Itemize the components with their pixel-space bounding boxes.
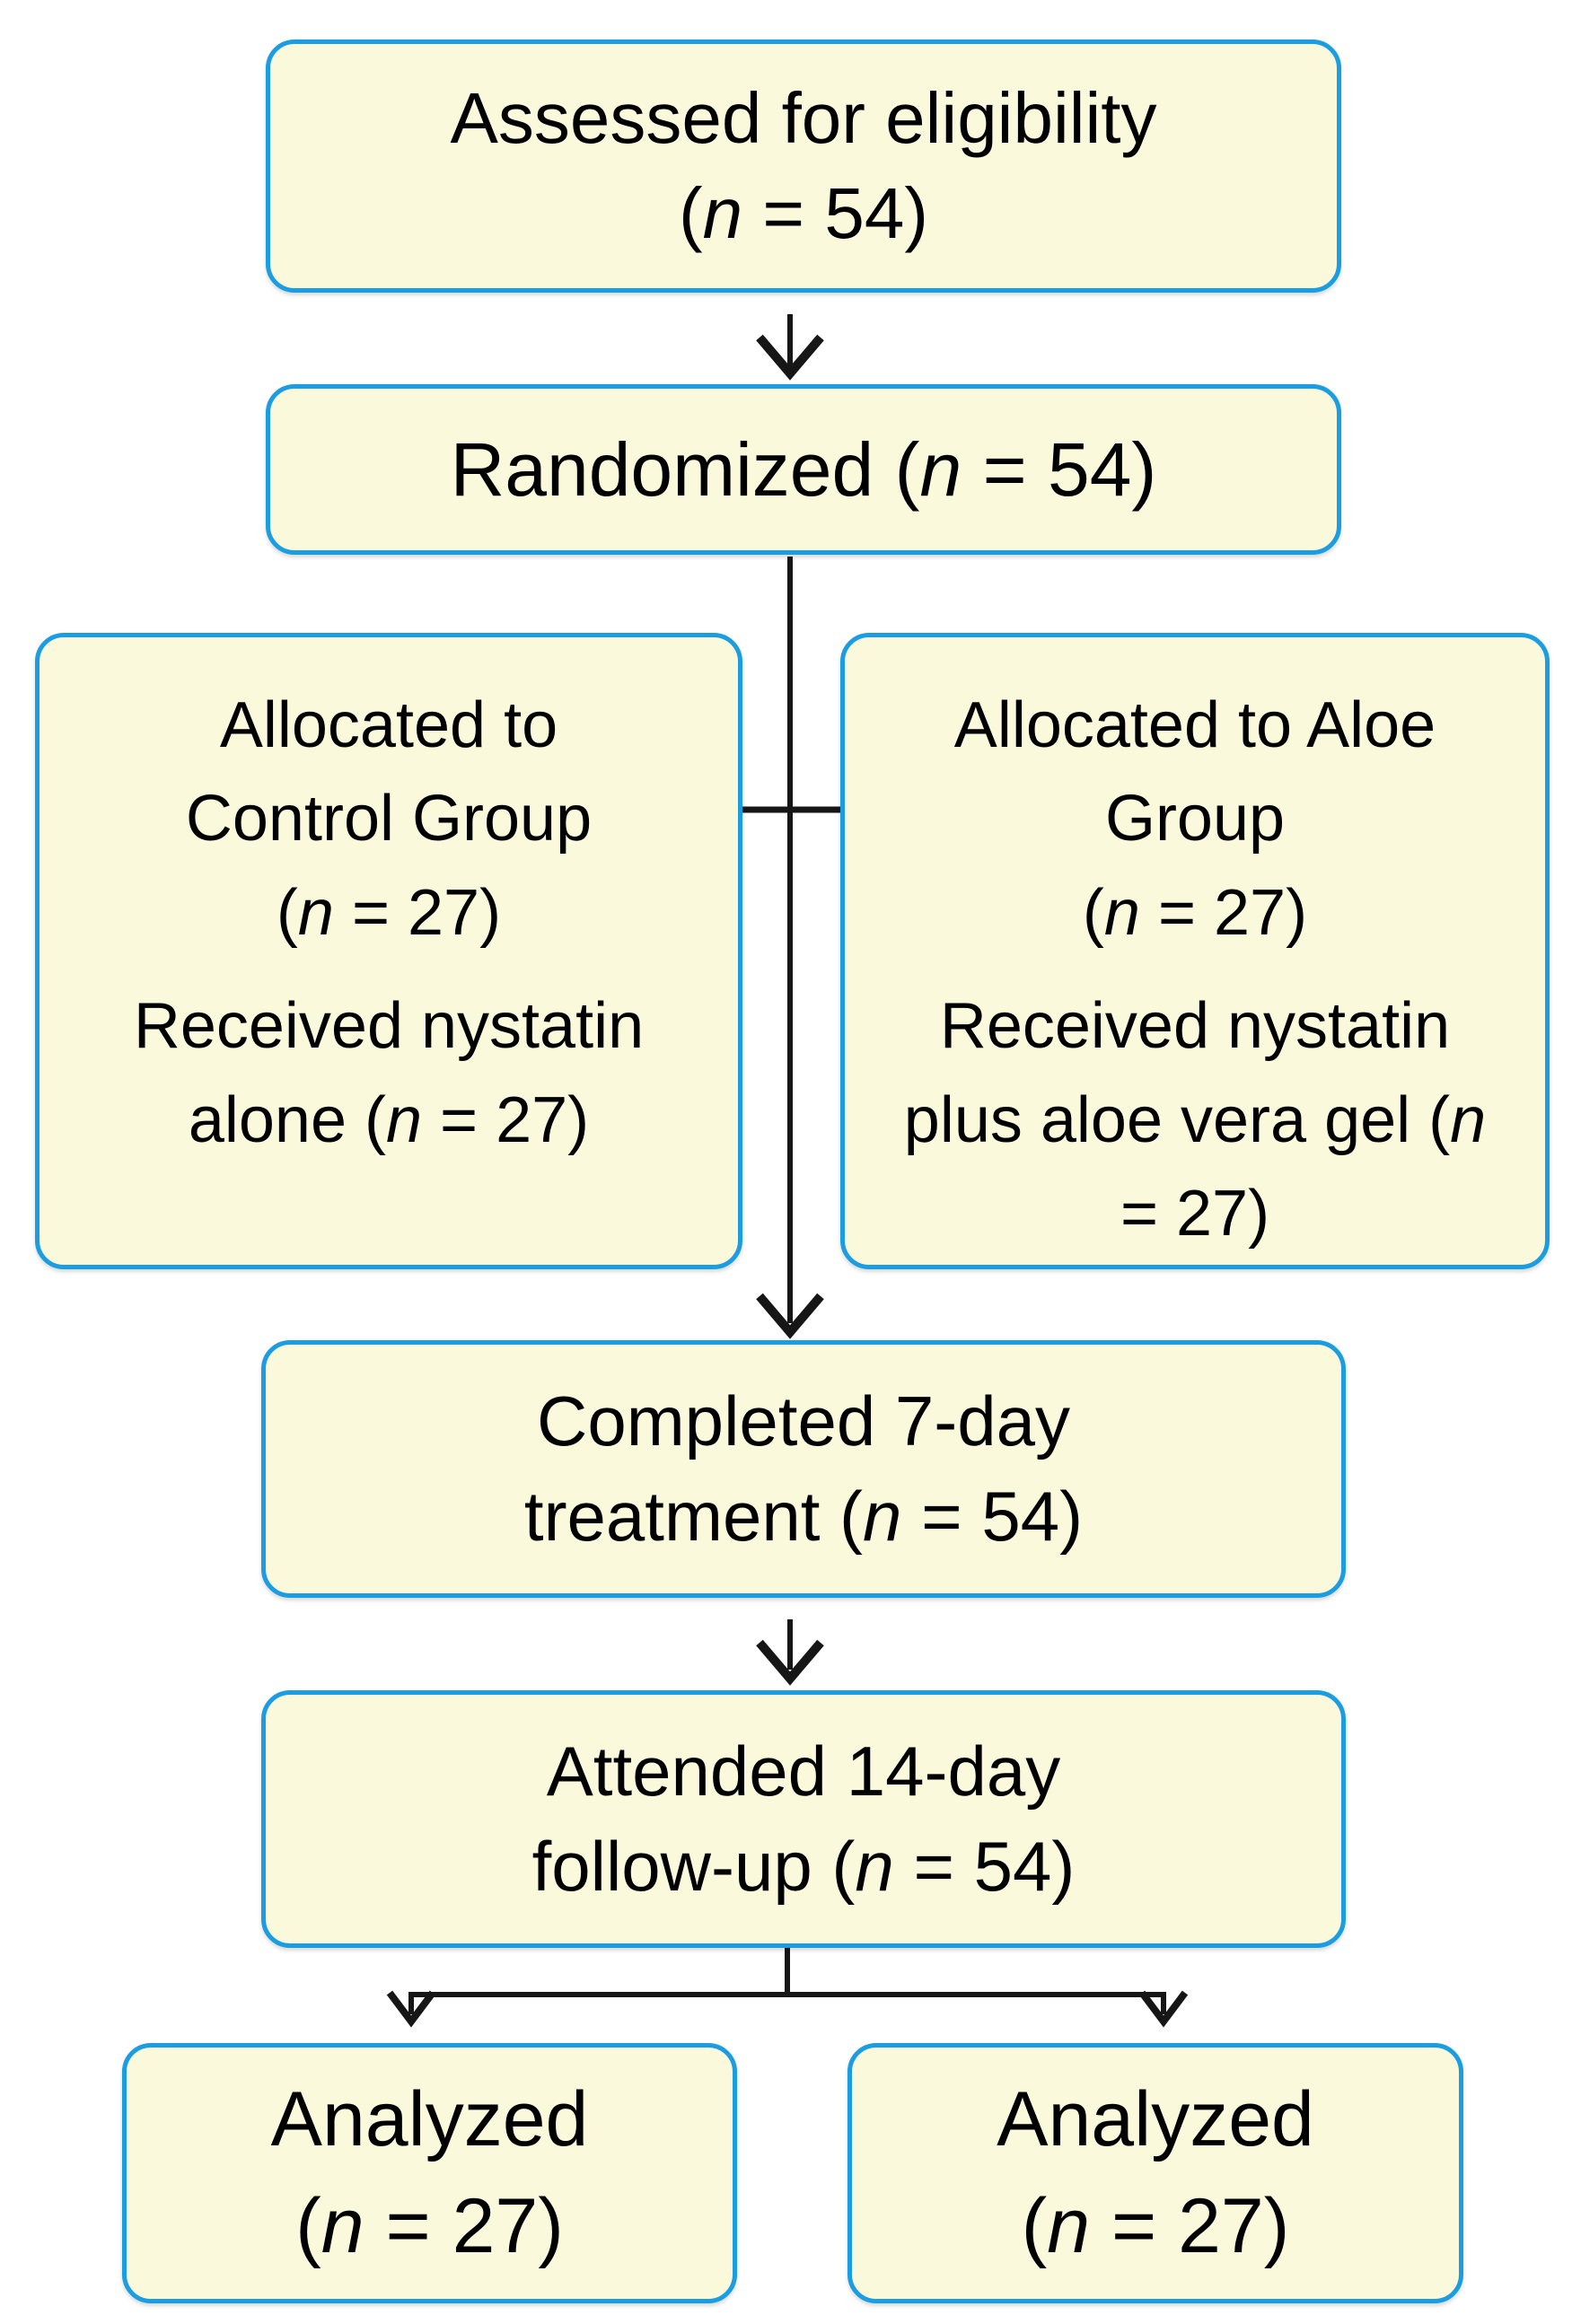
text-line: Randomized (n = 54) (450, 426, 1157, 512)
arrowhead-randomized-completed (756, 1293, 824, 1339)
text-line: Control Group (185, 783, 593, 855)
text-line: Analyzed (997, 2076, 1314, 2163)
text-line: = 27) (1120, 1177, 1270, 1250)
text-line: (n = 27) (1021, 2183, 1290, 2269)
text-line: (n = 27) (295, 2183, 564, 2269)
text-line: Group (1104, 783, 1286, 855)
arrowhead-analyzed-left (386, 1990, 436, 2028)
text-line: alone (n = 27) (188, 1083, 590, 1156)
node-allocated-control-group: Allocated to Control Group (n = 27) Rece… (35, 633, 742, 1269)
text-line: follow-up (n = 54) (531, 1826, 1076, 1906)
text-line: Received nystatin (133, 990, 645, 1063)
arrowhead-analyzed-right (1138, 1990, 1189, 2028)
text-line: Analyzed (270, 2076, 589, 2163)
text-line: plus aloe vera gel (n (903, 1083, 1487, 1156)
text-line: Received nystatin (939, 990, 1451, 1063)
text-line: Allocated to Aloe (953, 689, 1436, 761)
text-line: Allocated to (219, 689, 558, 761)
node-randomized: Randomized (n = 54) (266, 384, 1341, 555)
node-completed-treatment: Completed 7-day treatment (n = 54) (261, 1340, 1346, 1598)
text-line: treatment (n = 54) (523, 1476, 1084, 1556)
arrowhead-assessed-randomized (756, 334, 824, 381)
text-line: (n = 27) (1082, 876, 1308, 949)
node-analyzed-control: Analyzed (n = 27) (122, 2043, 737, 2303)
text-line: Attended 14-day (546, 1732, 1061, 1811)
node-assessed-for-eligibility: Assessed for eligibility (n = 54) (266, 39, 1341, 293)
node-attended-follow-up: Attended 14-day follow-up (n = 54) (261, 1690, 1346, 1948)
text-line: Completed 7-day (537, 1381, 1070, 1461)
arrowhead-completed-attended (756, 1639, 824, 1686)
node-allocated-aloe-group: Allocated to Aloe Group (n = 27) Receive… (840, 633, 1550, 1269)
node-analyzed-aloe: Analyzed (n = 27) (847, 2043, 1463, 2303)
text-line: (n = 27) (276, 876, 502, 949)
text-line: (n = 54) (679, 173, 928, 253)
text-line: Assessed for eligibility (450, 78, 1157, 159)
